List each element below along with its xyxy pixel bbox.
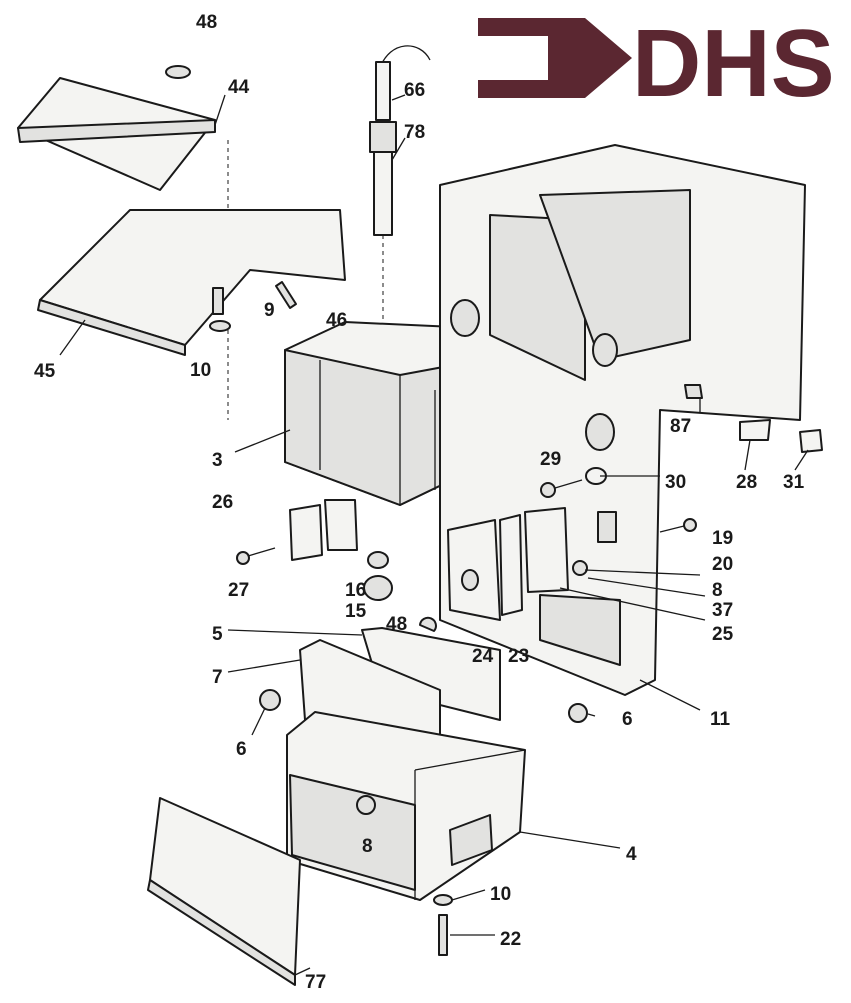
hood-45 — [37, 209, 346, 356]
label-31: 31 — [783, 472, 805, 493]
cover-plate-44 — [17, 65, 229, 230]
label-20: 20 — [712, 554, 733, 575]
label-5: 5 — [212, 624, 223, 645]
label-16: 16 — [345, 580, 366, 601]
probe-66-78 — [369, 45, 431, 320]
label-9: 9 — [264, 300, 275, 321]
label-37: 37 — [712, 600, 733, 621]
label-4: 4 — [626, 844, 637, 865]
label-6-left: 6 — [236, 739, 247, 760]
label-3: 3 — [212, 450, 223, 471]
label-78: 78 — [404, 122, 425, 143]
label-23: 23 — [508, 646, 529, 667]
logo-text: DHS — [632, 10, 835, 117]
door-77 — [147, 797, 301, 986]
label-66: 66 — [404, 80, 425, 101]
label-10-top: 10 — [190, 360, 211, 381]
label-25: 25 — [712, 624, 734, 645]
label-22: 22 — [500, 929, 521, 950]
label-28: 28 — [736, 472, 757, 493]
label-46: 46 — [326, 310, 347, 331]
part-labels: 48 44 66 78 9 46 45 10 3 87 29 30 28 31 … — [34, 12, 805, 993]
logo-arrow-icon — [478, 18, 632, 98]
label-77: 77 — [305, 972, 326, 993]
leader-lines — [59, 94, 809, 976]
case-4 — [259, 689, 588, 956]
label-44: 44 — [228, 77, 250, 98]
label-48-middle: 48 — [386, 614, 407, 635]
dhs-logo: DHS — [478, 10, 835, 117]
label-6-right: 6 — [622, 709, 633, 730]
label-10-bottom: 10 — [490, 884, 511, 905]
label-8-bottom: 8 — [362, 836, 373, 857]
label-24: 24 — [472, 646, 494, 667]
label-7: 7 — [212, 667, 223, 688]
label-30: 30 — [665, 472, 686, 493]
label-19: 19 — [712, 528, 733, 549]
label-26: 26 — [212, 492, 233, 513]
label-15: 15 — [345, 601, 367, 622]
label-45: 45 — [34, 361, 56, 382]
label-87: 87 — [670, 416, 691, 437]
label-27: 27 — [228, 580, 249, 601]
label-11: 11 — [710, 709, 731, 730]
label-29: 29 — [540, 449, 561, 470]
brackets-23-24-25 — [447, 507, 569, 621]
label-8-right: 8 — [712, 580, 723, 601]
label-48-top: 48 — [196, 12, 217, 33]
small-fixings — [236, 384, 823, 632]
